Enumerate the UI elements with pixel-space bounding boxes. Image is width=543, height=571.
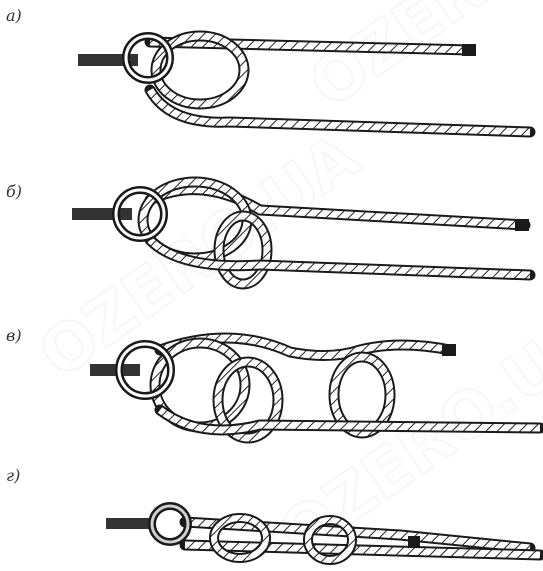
watermark-text-1: OZERO.UA [297, 0, 543, 123]
watermark: OZERO.UA OZERO.UA OZERO.UA [27, 0, 543, 571]
figure-a [78, 36, 530, 132]
label-a: а) [6, 6, 22, 25]
label-d: г) [6, 466, 20, 485]
label-b: б) [6, 182, 22, 201]
bar-b [72, 208, 132, 220]
label-c: в) [6, 326, 22, 345]
